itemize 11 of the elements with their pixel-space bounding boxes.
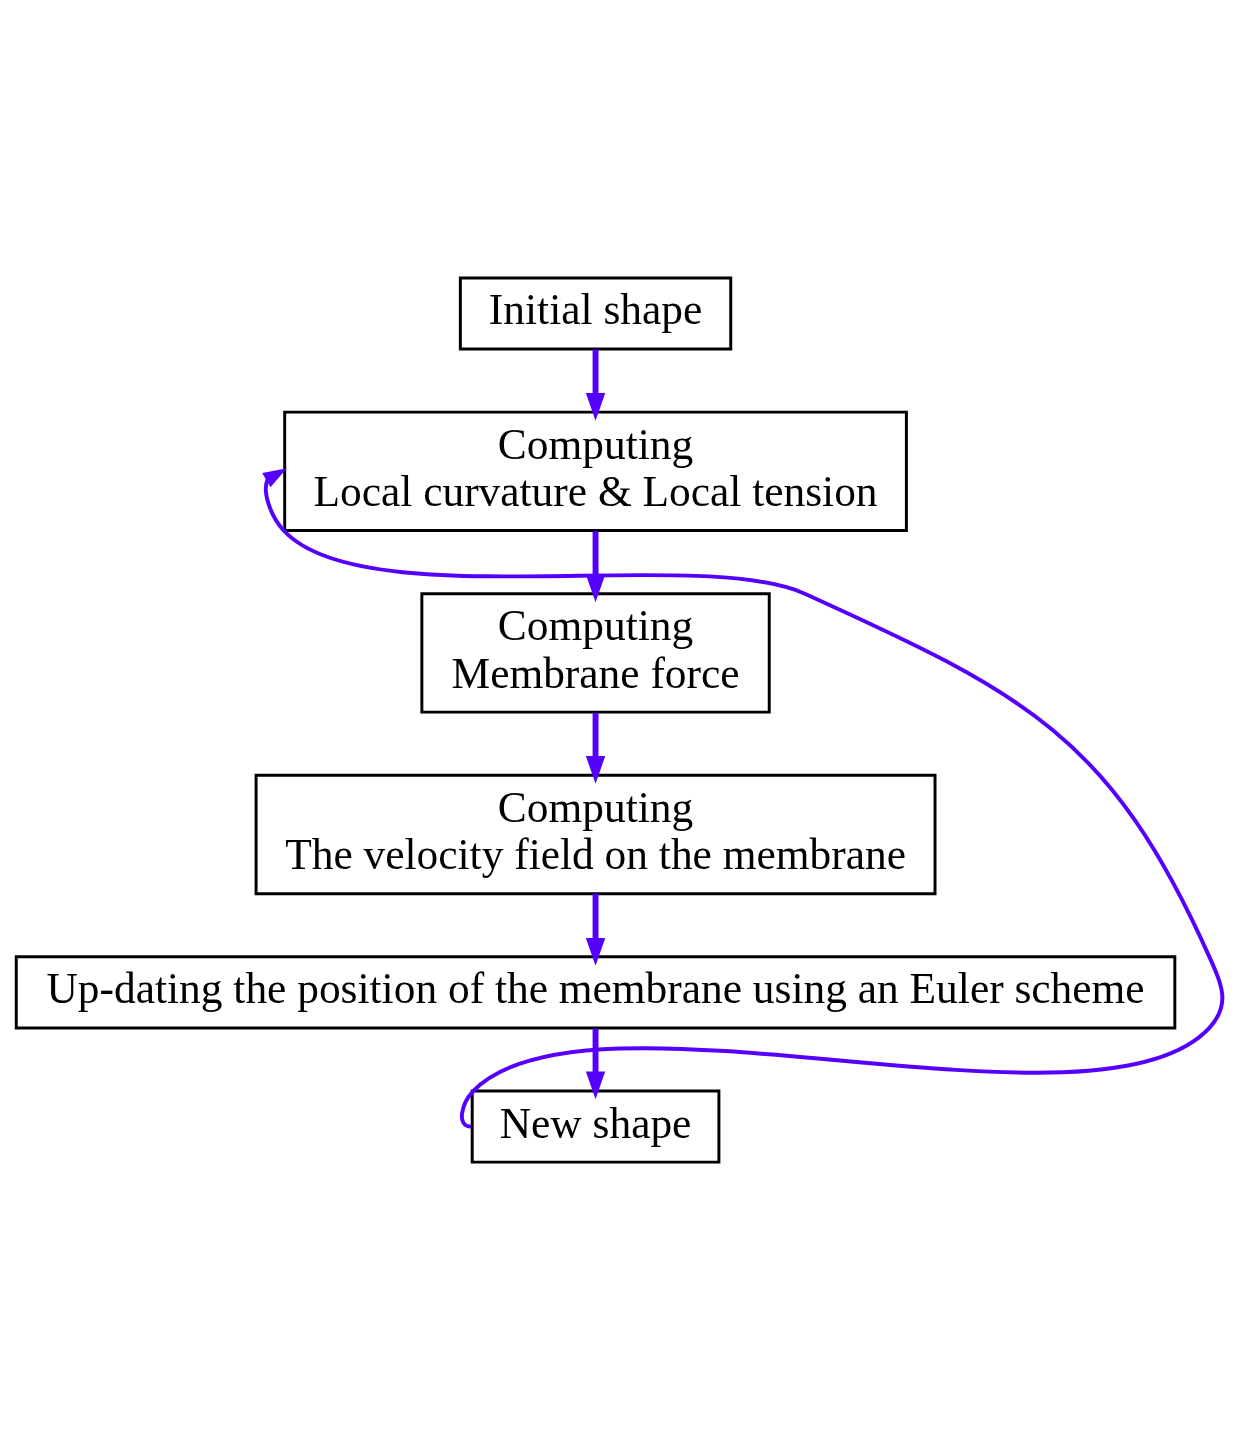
- arrow: [585, 1028, 606, 1100]
- node-box: Computing The velocity field on the membrane: [254, 773, 937, 896]
- arrow: [585, 531, 606, 603]
- arrow: [585, 893, 606, 966]
- arrow: [585, 349, 606, 421]
- node-box: Computing Membrane force: [420, 592, 771, 714]
- node-box: Up-dating the position of the membrane using an Euler scheme: [14, 955, 1177, 1030]
- node-box: Initial shape: [458, 276, 733, 351]
- arrow: [585, 713, 606, 784]
- node-box: New shape: [470, 1089, 721, 1164]
- node-box: Computing Local curvature & Local tension: [283, 410, 908, 532]
